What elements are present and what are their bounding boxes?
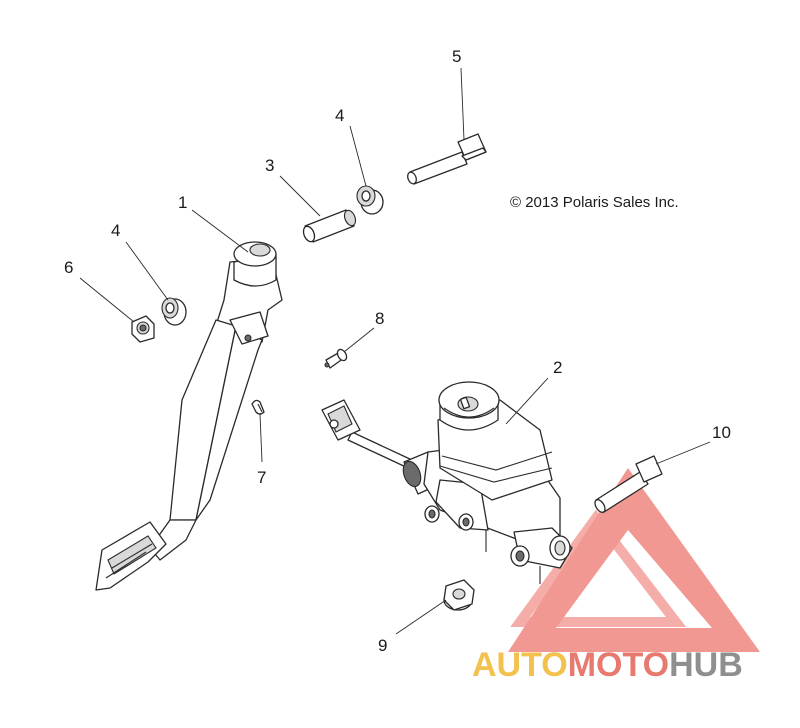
brake-pedal [95,241,283,591]
callout-9: 9 [378,636,387,655]
callout-3: 3 [265,156,274,175]
watermark-auto: AUTO [472,646,568,684]
callout-1: 1 [178,193,187,212]
callout-4-lower: 4 [111,221,120,240]
watermark-hub: HUB [669,646,743,684]
callout-4-upper: 4 [335,106,344,125]
washer-lower [161,297,187,326]
clevis-pin [324,348,348,369]
leader-lines [79,67,711,635]
pivot-bolt [407,133,487,185]
callout-2: 2 [553,358,562,377]
watermark-logo-icon [508,468,760,652]
pivot-bushing [302,209,357,243]
watermark-text: AUTOMOTOHUB [472,646,743,684]
watermark-moto: MOTO [568,646,669,684]
mounting-bolt [594,455,663,513]
copyright-text: © 2013 Polaris Sales Inc. [510,194,679,211]
hex-nut [131,315,155,343]
cotter-pin [251,399,265,415]
callout-7: 7 [257,468,266,487]
callout-6: 6 [64,258,73,277]
master-cylinder [321,381,573,584]
callout-8: 8 [375,309,384,328]
callout-5: 5 [452,47,461,66]
flange-nut [443,579,475,611]
callout-10: 10 [712,423,731,442]
washer-upper [356,185,384,215]
